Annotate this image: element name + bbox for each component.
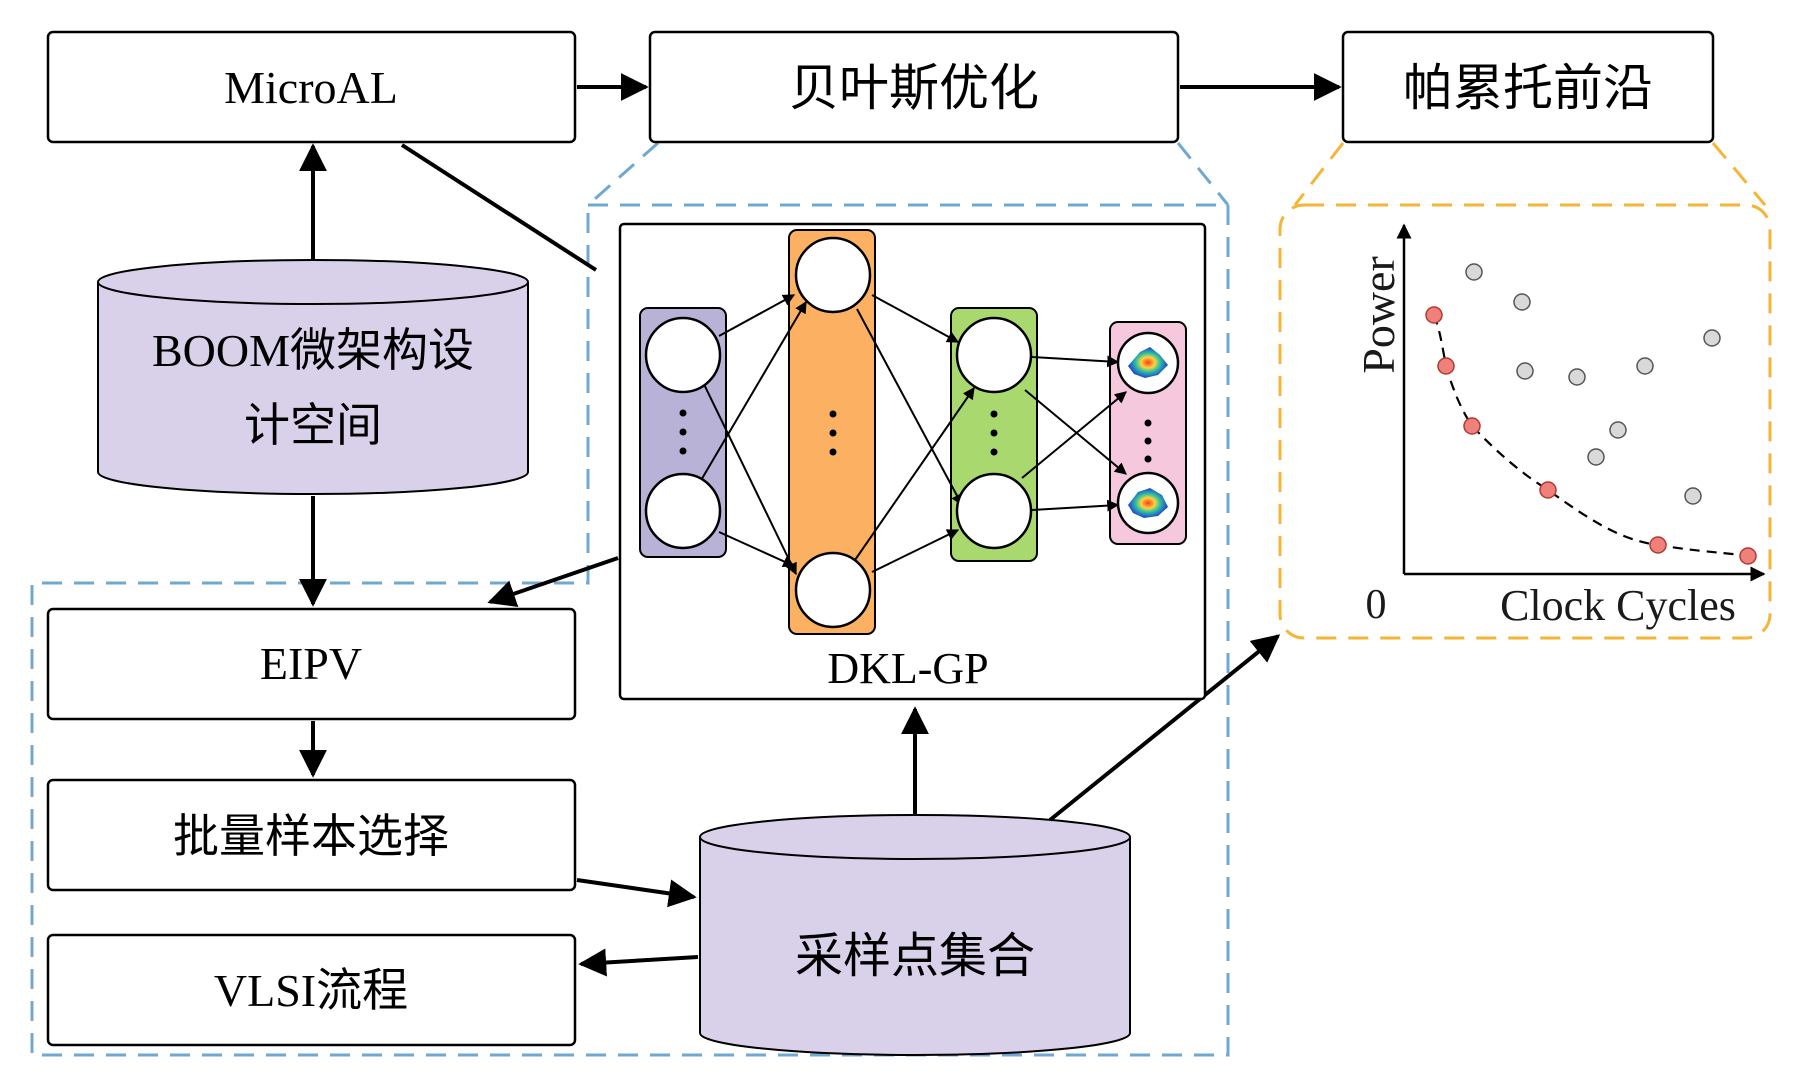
gp-ellipsis-icon [1144,419,1152,427]
boom-design-space-cylinder: BOOM微架构设 计空间 [97,259,529,495]
pareto-points [1425,306,1757,565]
pareto-label: 帕累托前沿 [1403,60,1653,116]
arrow-batch-to-samples [576,878,697,908]
dominated-points [1465,263,1721,505]
gp-surface-icon-bottom [1128,488,1168,518]
pareto-box: 帕累托前沿 [1341,30,1715,144]
microal-label: MicroAL [224,62,398,113]
input-node-top [644,316,722,394]
line-microal-to-network [400,143,598,272]
vlsi-flow-box: VLSI流程 [46,933,577,1047]
bayes-opt-box: 贝叶斯优化 [648,30,1180,144]
blue-zoom-left [587,141,659,207]
batch-selection-box: 批量样本选择 [46,778,577,892]
samples-label: 采样点集合 [795,930,1035,983]
vlsi-label: VLSI流程 [214,965,408,1016]
blue-zoom-right [1176,142,1230,206]
input-ellipsis-icon [679,409,687,417]
bayes-opt-label: 贝叶斯优化 [789,60,1039,116]
boom-label-line1: BOOM微架构设 [152,325,474,376]
origin-label: 0 [1366,582,1387,628]
pareto-front-plot: Power Clock Cycles 0 [1353,223,1766,630]
arrow-samples-to-vlsi [578,948,699,977]
input-node-bottom [644,472,722,550]
pareto-front-curve [1432,314,1749,558]
dkl-gp-network-box: DKL-GP [618,222,1207,701]
orange-dashed-region [1278,203,1772,640]
gp-surface-icon-top [1128,347,1168,378]
hidden2-node-bottom [955,472,1033,550]
orange-zoom-left [1293,142,1345,206]
hidden1-node-top [794,236,872,314]
orange-zoom-right [1711,142,1767,206]
hidden1-node-bottom [794,551,872,629]
hidden2-node-top [955,316,1033,394]
batch-label: 批量样本选择 [173,811,449,862]
eipv-box: EIPV [46,607,577,721]
dkl-gp-label: DKL-GP [827,644,988,693]
y-axis-label: Power [1353,256,1404,374]
hidden1-ellipsis-icon [829,410,837,418]
hidden2-ellipsis-icon [990,410,998,418]
arrow-dklgp-to-eipv [487,556,619,608]
arrow-samples-to-pareto-plot [1048,634,1281,822]
eipv-label: EIPV [260,638,362,689]
sample-set-cylinder: 采样点集合 [699,814,1131,1056]
microal-box: MicroAL [46,30,577,144]
boom-label-line2: 计空间 [244,400,382,451]
x-axis-label: Clock Cycles [1500,581,1736,630]
